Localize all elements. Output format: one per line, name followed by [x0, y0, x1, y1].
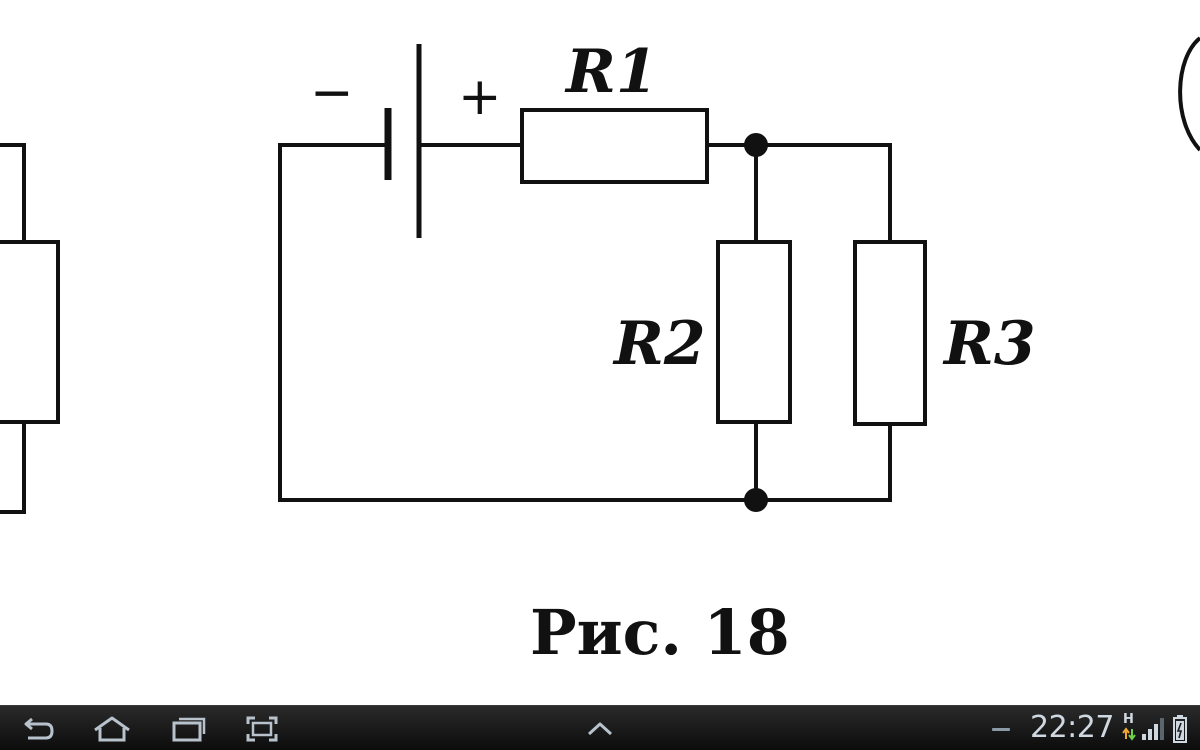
left-partial-wire-top	[0, 143, 26, 244]
recent-apps-icon	[172, 717, 206, 742]
battery-minus-label: −	[310, 63, 354, 123]
circuit-diagram: − + R1 R2 R3 Рис. 18	[0, 36, 1200, 669]
network-type-label: H	[1123, 712, 1134, 727]
screenshot-icon	[246, 716, 278, 742]
label-r3: R3	[942, 309, 1036, 379]
signal-icon	[1142, 718, 1164, 740]
circuit-wires	[278, 143, 892, 502]
home-button[interactable]	[88, 712, 136, 746]
network-type-indicator: H	[1122, 713, 1136, 743]
network-activity-icon	[1122, 727, 1136, 741]
battery-icon	[1173, 715, 1187, 743]
resistor-r1	[520, 108, 709, 184]
resistor-r2	[716, 240, 792, 424]
label-r2: R2	[612, 309, 706, 379]
page-content: − + R1 R2 R3 Рис. 18	[0, 36, 1200, 669]
left-partial-wire-bottom	[0, 420, 26, 514]
android-navigation-bar: 22:27 H	[0, 705, 1200, 750]
junction-node-top	[744, 133, 768, 157]
left-partial-resistor	[0, 143, 60, 514]
resistor-r3	[853, 240, 927, 426]
left-partial-resistor-body	[0, 240, 60, 424]
up-chevron-icon	[587, 722, 613, 736]
figure-caption: Рис. 18	[530, 596, 790, 669]
battery	[384, 44, 422, 238]
wire-outer-loop	[278, 143, 892, 502]
expand-menu-button[interactable]	[576, 712, 624, 746]
label-r1: R1	[564, 37, 658, 107]
recent-apps-button[interactable]	[164, 712, 212, 746]
back-button[interactable]	[14, 712, 62, 746]
battery-plus-label: +	[458, 67, 502, 127]
screenshot-button[interactable]	[238, 712, 286, 746]
right-partial-circle	[1178, 36, 1200, 152]
back-icon	[24, 717, 54, 740]
home-icon	[94, 716, 130, 742]
notification-indicator	[992, 728, 1010, 731]
status-clock[interactable]: 22:27	[1030, 710, 1114, 745]
junction-node-bottom	[744, 488, 768, 512]
